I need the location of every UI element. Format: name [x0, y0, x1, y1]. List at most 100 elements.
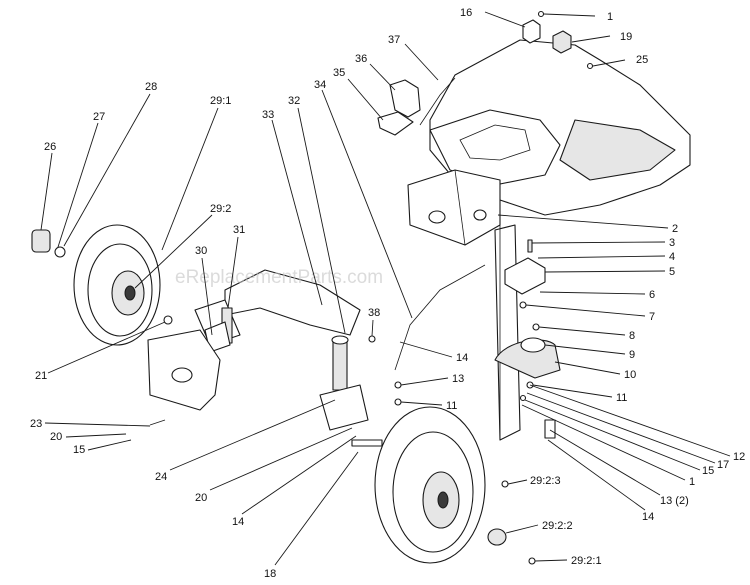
right-wheel-assembly: [374, 406, 536, 565]
leader-7: [525, 304, 646, 317]
callout-14: 14: [232, 516, 244, 528]
leader-31: [227, 236, 239, 309]
callout-31: 31: [233, 224, 245, 236]
leader-34: [321, 89, 413, 319]
nut-13: [394, 381, 402, 389]
nut-1: [537, 10, 545, 18]
callout-14-right: 14: [642, 511, 654, 523]
callout-13-2: 13 (2): [660, 495, 689, 507]
hub-cap-26: [31, 229, 51, 253]
leader-24: [169, 399, 336, 471]
leader-13a: [400, 377, 449, 386]
leader-lines: [40, 11, 731, 566]
spindle-post: [332, 339, 348, 391]
callout-35: 35: [333, 67, 345, 79]
callout-3: 3: [669, 237, 675, 249]
callout-37: 37: [388, 34, 400, 46]
callout-labels: 1 16 19 25 37 36 35 34 32 33 28 29:1 27 …: [30, 7, 745, 580]
callout-30: 30: [195, 245, 207, 257]
callout-18: 18: [264, 568, 276, 580]
washer-21: [163, 315, 173, 325]
leader-32: [297, 107, 346, 334]
leader-28: [63, 93, 151, 247]
axle-bolt-18: [351, 439, 383, 447]
steering-gear-assembly: [494, 239, 561, 439]
leader-35: [347, 78, 384, 121]
leader-5: [544, 270, 666, 273]
bracket-36: [389, 79, 421, 118]
frame-front-box: [407, 169, 501, 246]
washer-27: [54, 246, 66, 258]
bracket-bushing: [171, 367, 193, 383]
callout-34: 34: [314, 79, 326, 91]
leader-26: [40, 152, 53, 231]
frame-bracket-outline: [459, 124, 531, 161]
rod-37: [419, 77, 456, 126]
callout-5: 5: [669, 266, 675, 278]
pin-23: [149, 419, 166, 426]
callout-29-2: 29:2: [210, 203, 231, 215]
front-axle-assembly: [147, 264, 486, 447]
callout-7: 7: [649, 311, 655, 323]
callout-1: 1: [607, 11, 613, 23]
callout-20-lower: 20: [195, 492, 207, 504]
leader-29-2-3: [507, 479, 528, 485]
leader-30: [201, 257, 213, 336]
leader-8: [538, 326, 626, 336]
mount-plate-5: [504, 257, 546, 295]
leader-9: [544, 344, 626, 355]
callout-27: 27: [93, 111, 105, 123]
bolt-25: [586, 62, 594, 70]
bushing-8: [532, 323, 540, 331]
bearing-29-2-2: [487, 528, 507, 546]
callout-4: 4: [669, 251, 675, 263]
callout-24: 24: [155, 471, 167, 483]
leader-37: [404, 43, 439, 81]
leader-10: [554, 361, 621, 375]
leader-18: [274, 451, 359, 566]
leader-29-1: [161, 107, 219, 251]
leader-23: [44, 422, 151, 427]
nut-12: [519, 394, 527, 402]
leader-1a: [543, 13, 596, 17]
callout-11-right: 11: [616, 392, 627, 404]
nut-38: [368, 335, 376, 343]
washer-7: [519, 301, 527, 309]
leader-29-2: [134, 214, 213, 289]
watermark: eReplacementParts.com: [175, 267, 383, 288]
leader-15b: [524, 399, 701, 471]
front-axle-beam: [224, 269, 361, 336]
callout-13: 13: [452, 373, 464, 385]
bolt-3: [527, 239, 533, 253]
callout-1-right: 1: [689, 476, 695, 488]
callout-29-2-1: 29:2:1: [571, 555, 602, 567]
leader-16: [484, 11, 526, 28]
bracket-16: [522, 19, 541, 44]
leader-21: [47, 321, 166, 374]
bumper-19: [552, 30, 572, 54]
leader-29-2-1: [534, 559, 568, 562]
callout-32: 32: [288, 95, 300, 107]
callout-15: 15: [73, 444, 85, 456]
leader-11b: [532, 384, 613, 398]
leader-12: [529, 384, 731, 457]
callout-6: 6: [649, 289, 655, 301]
frame-tunnel: [559, 119, 676, 181]
frame-pivot-hole-2: [473, 209, 487, 221]
leader-19: [571, 35, 611, 43]
leader-20a: [65, 433, 127, 438]
frame-assembly: [407, 39, 691, 441]
leader-14c: [547, 439, 646, 511]
washer-11: [394, 398, 402, 406]
leader-13b: [549, 429, 661, 496]
callout-19: 19: [620, 31, 632, 43]
leader-3: [531, 241, 666, 244]
leader-4: [537, 255, 666, 259]
valve-29-2-3: [501, 480, 509, 488]
callout-12: 12: [733, 451, 745, 463]
right-wheel-hub: [437, 491, 449, 509]
drag-link-rod: [394, 264, 486, 371]
leader-17: [526, 392, 716, 464]
leader-14b: [399, 341, 453, 358]
